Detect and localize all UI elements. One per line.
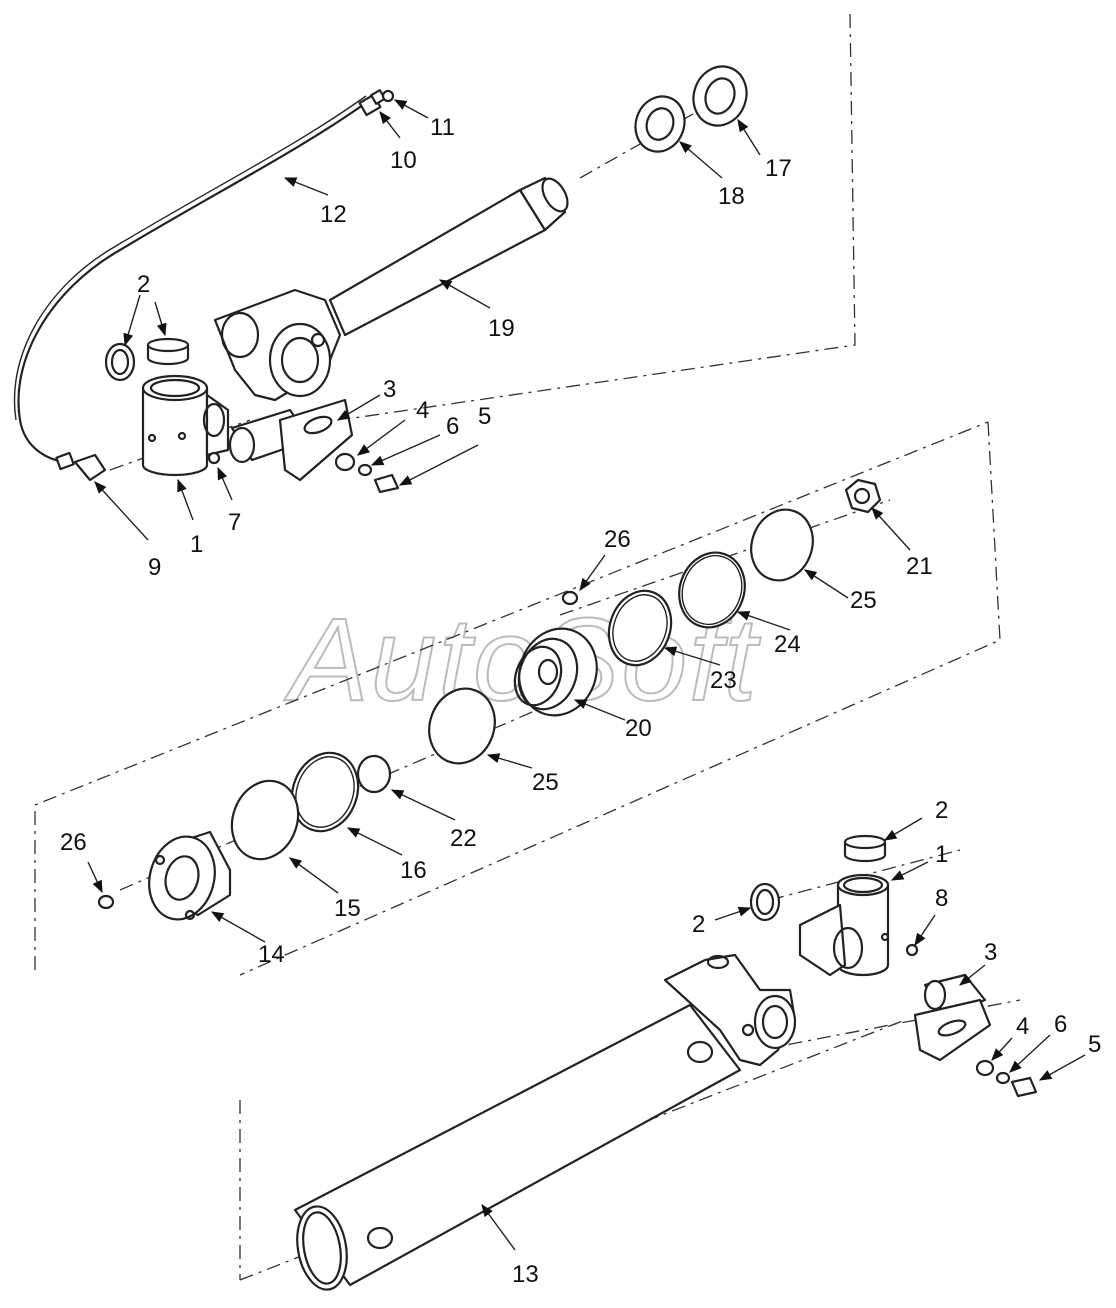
bolt-5-lower <box>1010 1076 1038 1098</box>
callout-6-upper: 6 <box>446 413 459 440</box>
callout-20: 20 <box>625 715 652 742</box>
callout-12: 12 <box>320 201 347 228</box>
callout-4-upper: 4 <box>416 397 429 424</box>
grease-fitting-7 <box>207 451 221 465</box>
seal-ring-16 <box>290 751 360 833</box>
callout-4-lower: 4 <box>1016 1013 1029 1040</box>
callout-10: 10 <box>390 147 417 174</box>
callout-15: 15 <box>334 895 361 922</box>
callout-19: 19 <box>488 315 515 342</box>
callout-24: 24 <box>774 631 801 658</box>
callout-22: 22 <box>450 825 477 852</box>
callout-2-lower-side: 2 <box>692 911 705 938</box>
leader-arrows <box>87 99 1086 1251</box>
callout-3-lower: 3 <box>984 939 997 966</box>
spacer-4-upper <box>334 452 356 472</box>
elbow-fitting-9 <box>73 453 107 482</box>
hydraulic-hose <box>13 95 372 471</box>
callout-9: 9 <box>148 554 161 581</box>
callout-3-upper: 3 <box>383 376 396 403</box>
callout-8: 8 <box>935 885 948 912</box>
cylinder-barrel-13 <box>293 953 797 1291</box>
o-ring-22 <box>356 754 392 794</box>
bushing-2-lower-top <box>843 834 887 863</box>
washer-6-lower <box>995 1071 1011 1085</box>
bushing-2-lower-side <box>749 882 781 922</box>
callout-13: 13 <box>512 1261 539 1288</box>
spacer-4-lower <box>975 1059 995 1077</box>
seal-ring-25-left <box>428 687 496 765</box>
callout-5-lower: 5 <box>1088 1031 1101 1058</box>
seal-ring-23 <box>607 589 673 667</box>
callout-23: 23 <box>710 667 737 694</box>
callout-7: 7 <box>228 509 241 536</box>
callout-2-lower-top: 2 <box>935 797 948 824</box>
callout-6-lower: 6 <box>1054 1011 1067 1038</box>
callout-2-upper: 2 <box>137 271 150 298</box>
callout-1-lower: 1 <box>935 841 948 868</box>
seal-ring-17 <box>692 65 748 127</box>
callout-26-lower: 26 <box>60 829 87 856</box>
callout-5-upper: 5 <box>478 403 491 430</box>
bolt-5-upper <box>373 473 400 494</box>
cylinder-clevis-1-lower <box>798 873 890 977</box>
callout-1-upper: 1 <box>190 531 203 558</box>
fitting-11 <box>381 89 395 103</box>
callout-14: 14 <box>258 941 285 968</box>
hose-fitting-10 <box>358 89 386 117</box>
gland-14 <box>148 830 232 921</box>
callout-11: 11 <box>430 114 455 141</box>
callout-25-left: 25 <box>532 769 559 796</box>
piston-rod-19 <box>213 176 569 402</box>
nut-21 <box>844 478 882 514</box>
pin-3-upper <box>228 398 354 482</box>
grease-fitting-8 <box>905 943 919 957</box>
pin-3-lower <box>913 973 992 1062</box>
bushings-2-upper <box>104 337 190 382</box>
pin-26-upper <box>561 590 579 606</box>
seal-ring-18 <box>634 95 686 153</box>
callout-26-upper: 26 <box>604 526 631 553</box>
pin-26-lower <box>97 894 115 910</box>
callout-25-right: 25 <box>850 587 877 614</box>
callout-labels: 11 10 12 17 18 19 2 3 4 6 5 7 1 9 26 21 … <box>60 114 1101 1288</box>
o-ring-24 <box>678 551 746 629</box>
callout-16: 16 <box>400 857 427 884</box>
washer-6-upper <box>357 463 373 477</box>
piston-20 <box>513 627 598 717</box>
cylinder-clevis-1-upper <box>141 374 230 477</box>
callout-21: 21 <box>906 553 933 580</box>
callout-17: 17 <box>765 155 792 182</box>
o-ring-15 <box>230 779 300 861</box>
callout-18: 18 <box>718 183 745 210</box>
seal-ring-25-right <box>750 508 814 582</box>
